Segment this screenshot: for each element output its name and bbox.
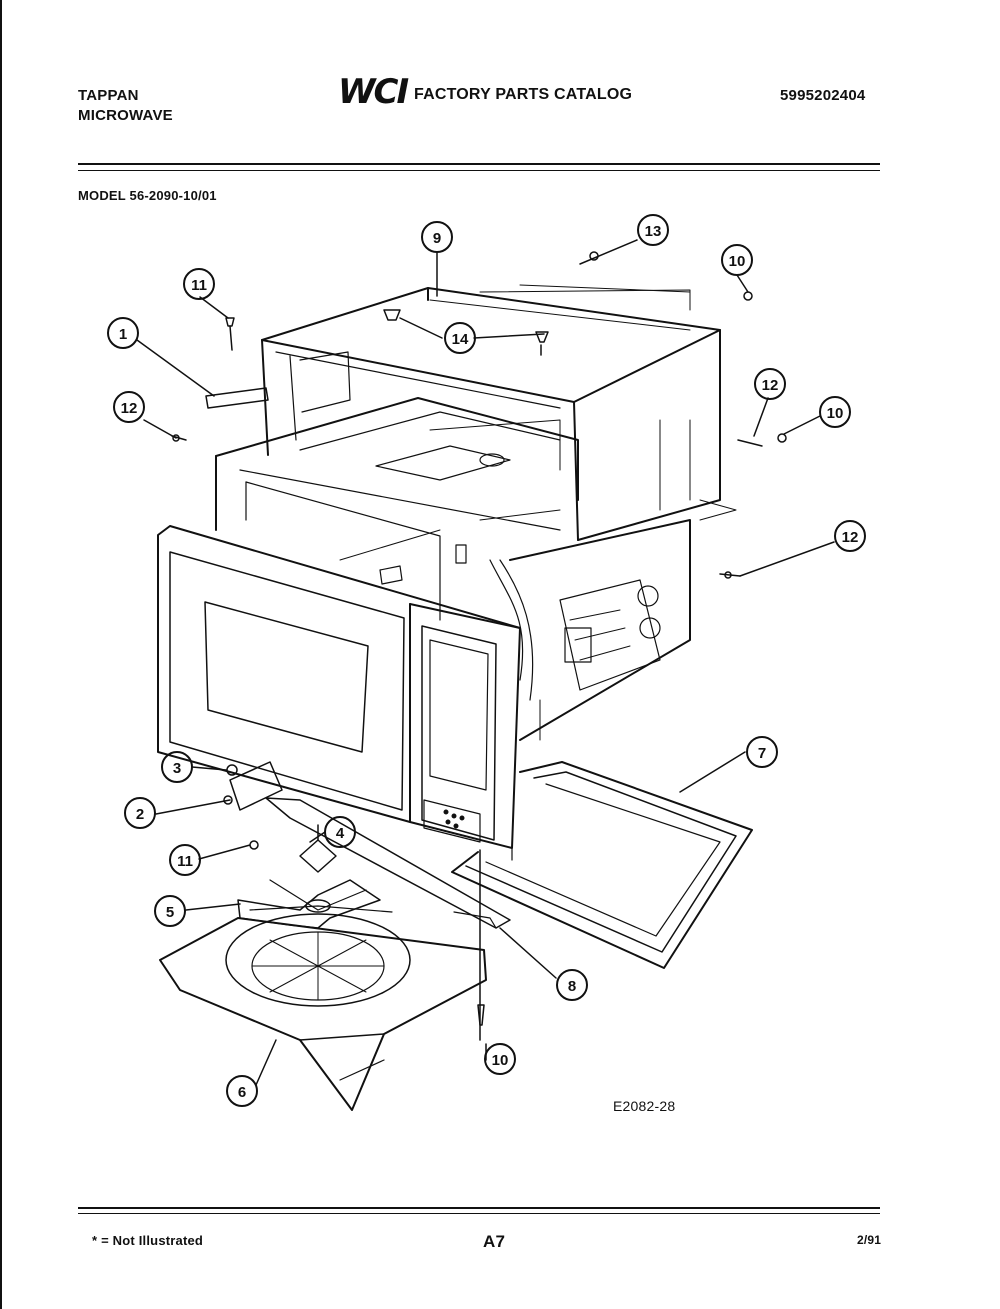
callout-2: 2 xyxy=(124,797,156,829)
model-label: MODEL 56-2090-10/01 xyxy=(78,188,217,203)
cooking-tray xyxy=(451,761,753,969)
header-rule-bottom xyxy=(78,170,880,171)
cabinet-wrapper xyxy=(261,284,737,541)
fan-housing xyxy=(159,913,487,1111)
svg-text:7: 7 xyxy=(758,745,766,762)
svg-text:4: 4 xyxy=(336,825,345,842)
callout-1: 1 xyxy=(107,317,139,349)
callout-7: 7 xyxy=(746,736,778,768)
callout-4: 4 xyxy=(324,816,356,848)
callout-10-bottom: 10 xyxy=(484,1043,516,1075)
callouts: 1 2 3 4 5 6 7 8 9 10 10 10 11 11 12 12 1… xyxy=(107,214,866,1107)
catalog-title: FACTORY PARTS CATALOG xyxy=(414,86,633,103)
callout-3: 3 xyxy=(161,751,193,783)
not-illustrated-note: * = Not Illustrated xyxy=(92,1233,204,1248)
svg-text:13: 13 xyxy=(645,223,662,240)
callout-6: 6 xyxy=(226,1075,258,1107)
drawing-code: E2082-28 xyxy=(613,1098,676,1114)
callout-10-top: 10 xyxy=(721,244,753,276)
callout-12-left: 12 xyxy=(113,391,145,423)
leader-lines xyxy=(136,239,835,1086)
svg-text:12: 12 xyxy=(842,529,859,546)
callout-10-right: 10 xyxy=(819,396,851,428)
footer-rule-top xyxy=(78,1207,880,1209)
svg-text:3: 3 xyxy=(173,760,181,777)
svg-text:8: 8 xyxy=(568,978,576,995)
door-assembly xyxy=(157,525,521,861)
svg-text:10: 10 xyxy=(729,253,746,270)
svg-text:6: 6 xyxy=(238,1084,246,1101)
callout-13: 13 xyxy=(637,214,669,246)
chassis xyxy=(215,397,579,621)
callout-9: 9 xyxy=(421,221,453,253)
stirrer-fan xyxy=(237,824,393,929)
svg-text:10: 10 xyxy=(827,405,844,422)
svg-text:12: 12 xyxy=(121,400,138,417)
svg-text:11: 11 xyxy=(177,853,193,870)
svg-text:14: 14 xyxy=(452,331,469,348)
svg-text:11: 11 xyxy=(191,277,207,294)
catalog-number: 5995202404 xyxy=(780,87,866,104)
callout-12-lower: 12 xyxy=(834,520,866,552)
callout-12-right: 12 xyxy=(754,368,786,400)
svg-text:5: 5 xyxy=(166,904,174,921)
electrical-components xyxy=(455,509,691,741)
header-rule-top xyxy=(78,163,880,165)
revision-date: 2/91 xyxy=(857,1233,882,1247)
callout-14: 14 xyxy=(444,322,476,354)
svg-text:10: 10 xyxy=(492,1052,509,1069)
svg-text:9: 9 xyxy=(433,230,441,247)
svg-text:2: 2 xyxy=(136,806,144,823)
bracket xyxy=(265,797,511,929)
wci-logo: WCI xyxy=(338,72,409,112)
footer-rule-bottom xyxy=(78,1213,880,1214)
callout-5: 5 xyxy=(154,895,186,927)
brand-line-2: MICROWAVE xyxy=(78,107,173,124)
callout-11-bottom: 11 xyxy=(169,844,201,876)
svg-text:1: 1 xyxy=(119,326,127,343)
callout-11-top: 11 xyxy=(183,268,215,300)
hinge-parts xyxy=(205,387,283,811)
page-number: A7 xyxy=(483,1232,506,1251)
svg-text:12: 12 xyxy=(762,377,779,394)
brand-line-1: TAPPAN xyxy=(78,87,139,104)
callout-8: 8 xyxy=(556,969,588,1001)
